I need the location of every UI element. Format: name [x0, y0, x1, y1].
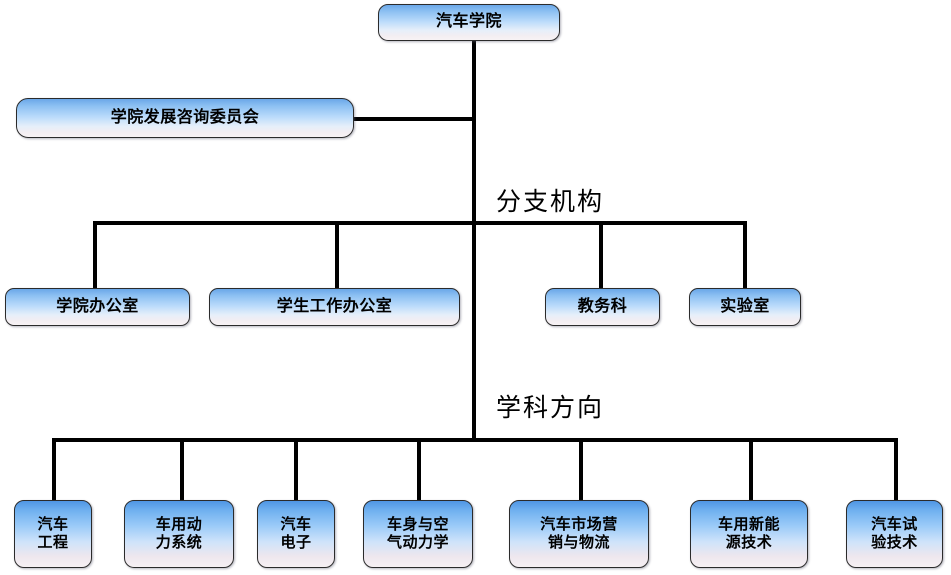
connector-root-spine [472, 40, 476, 223]
node-branch-student-affairs-office[interactable]: 学生工作办公室 [209, 288, 460, 326]
node-discipline-automotive-electronics[interactable]: 汽车 电子 [257, 500, 335, 568]
connector-branch-bus [93, 221, 747, 225]
connector-discipline-drop-6 [749, 438, 753, 500]
connector-discipline-drop-4 [417, 438, 421, 500]
node-root[interactable]: 汽车学院 [378, 4, 560, 41]
section-label-branch: 分支机构 [496, 187, 605, 216]
connector-discipline-drop-3 [294, 438, 298, 500]
connector-committee-link [352, 117, 476, 121]
node-discipline-automotive-engineering[interactable]: 汽车 工程 [14, 500, 92, 568]
node-branch-academic-affairs[interactable]: 教务科 [545, 288, 660, 326]
connector-branch-drop-1 [93, 221, 97, 288]
connector-branch-drop-3 [599, 221, 603, 288]
connector-branch-drop-2 [335, 221, 339, 288]
node-discipline-vehicle-powertrain[interactable]: 车用动 力系统 [124, 500, 234, 568]
node-discipline-new-energy[interactable]: 车用新能 源技术 [690, 500, 808, 568]
connector-spine-mid [472, 222, 476, 440]
node-committee[interactable]: 学院发展咨询委员会 [16, 98, 354, 138]
section-label-discipline: 学科方向 [496, 393, 605, 422]
connector-discipline-drop-2 [180, 438, 184, 500]
connector-discipline-drop-7 [894, 438, 898, 500]
connector-discipline-bus [52, 438, 898, 442]
node-discipline-marketing-logistics[interactable]: 汽车市场营 销与物流 [509, 500, 649, 568]
node-discipline-testing-technology[interactable]: 汽车试 验技术 [846, 500, 943, 568]
node-discipline-body-aerodynamics[interactable]: 车身与空 气动力学 [363, 500, 473, 568]
connector-discipline-drop-1 [52, 438, 56, 500]
connector-discipline-drop-5 [579, 438, 583, 500]
node-branch-laboratory[interactable]: 实验室 [689, 288, 801, 326]
node-branch-college-office[interactable]: 学院办公室 [5, 288, 190, 326]
connector-branch-drop-4 [743, 221, 747, 288]
